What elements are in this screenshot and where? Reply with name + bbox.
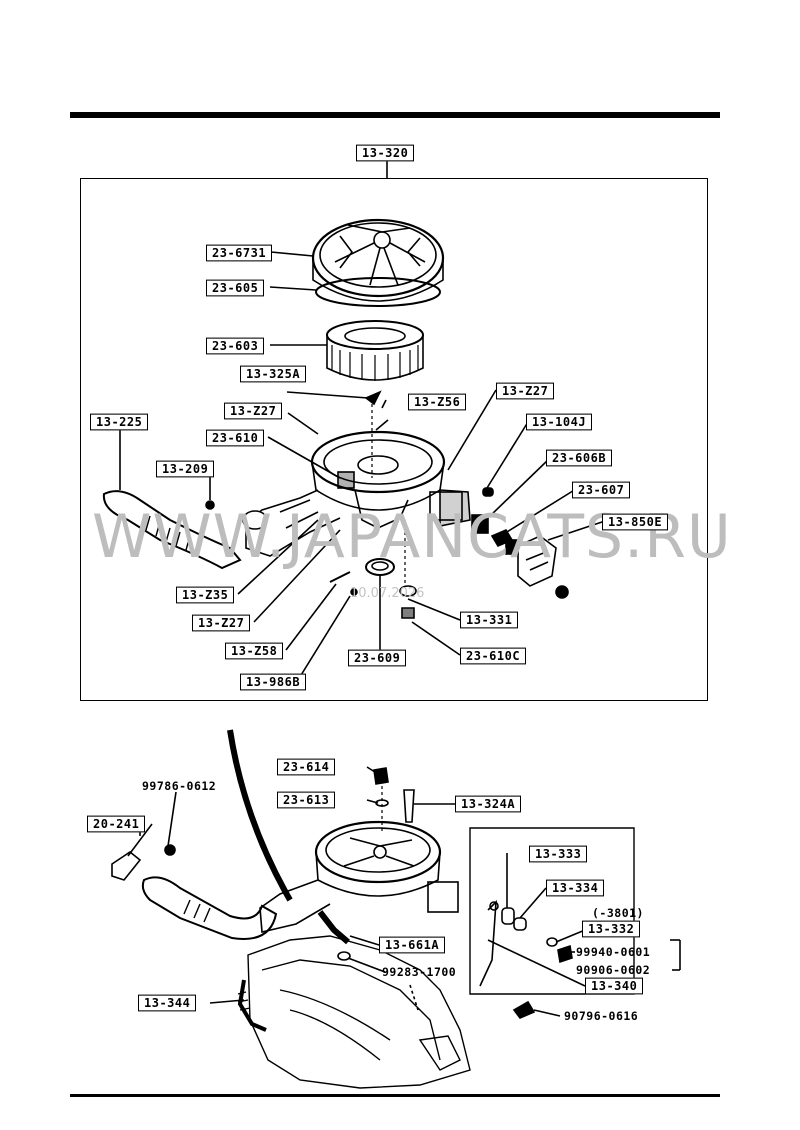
part-label-23-6731[interactable]: 23-6731 <box>206 244 273 262</box>
air-cleaner-housing <box>242 430 471 557</box>
installed-air-cleaner <box>259 820 459 933</box>
part-number-99283-1700[interactable]: 99283-1700 <box>382 965 457 979</box>
part-label-13-225[interactable]: 13-225 <box>90 413 149 431</box>
exploded-view-frame <box>80 178 708 701</box>
part-label-13-z27-left[interactable]: 13-Z27 <box>224 402 283 420</box>
part-label-13-324a[interactable]: 13-324A <box>455 795 522 813</box>
part-label-23-607[interactable]: 23-607 <box>572 481 631 499</box>
part-label-23-609[interactable]: 23-609 <box>348 649 407 667</box>
part-label-23-614[interactable]: 23-614 <box>277 758 336 776</box>
part-label-13-z35[interactable]: 13-Z35 <box>176 586 235 604</box>
air-filter-element <box>326 320 424 381</box>
part-label-13-z27-bottom[interactable]: 13-Z27 <box>192 614 251 632</box>
part-label-13-z58[interactable]: 13-Z58 <box>225 642 284 660</box>
part-label-13-986b[interactable]: 13-986B <box>240 673 307 691</box>
part-label-13-661a[interactable]: 13-661A <box>379 936 446 954</box>
part-label-13-104j[interactable]: 13-104J <box>526 413 593 431</box>
part-label-20-241[interactable]: 20-241 <box>87 815 146 833</box>
intake-hose <box>102 490 242 570</box>
part-label-13-z56[interactable]: 13-Z56 <box>408 393 467 411</box>
part-label-13-325a[interactable]: 13-325A <box>240 365 307 383</box>
part-number-99940-0601[interactable]: 99940-0601 <box>576 945 651 959</box>
watermark-site: WWW.JAPANCATS.RU <box>92 502 732 572</box>
part-label-23-610[interactable]: 23-610 <box>206 429 265 447</box>
part-label-13-340[interactable]: 13-340 <box>585 977 644 995</box>
part-label-23-603[interactable]: 23-603 <box>206 337 265 355</box>
part-label-13-344[interactable]: 13-344 <box>138 994 197 1012</box>
part-number-99786-0612[interactable]: 99786-0612 <box>142 779 217 793</box>
part-label-13-z27-right[interactable]: 13-Z27 <box>496 382 555 400</box>
part-label-23-610c[interactable]: 23-610C <box>460 647 527 665</box>
part-label-13-333[interactable]: 13-333 <box>529 845 588 863</box>
part-label-13-332[interactable]: 13-332 <box>582 920 641 938</box>
part-label-23-605[interactable]: 23-605 <box>206 279 265 297</box>
part-label-23-606b[interactable]: 23-606B <box>546 449 613 467</box>
part-label-13-850e[interactable]: 13-850E <box>602 513 669 531</box>
part-label-23-613[interactable]: 23-613 <box>277 791 336 809</box>
top-rule <box>70 112 720 118</box>
installed-intake-hose <box>141 876 278 940</box>
part-note-3801: (-3801) <box>592 906 644 920</box>
air-cleaner-cover <box>311 218 445 302</box>
engine-block <box>247 935 471 1089</box>
part-label-13-334[interactable]: 13-334 <box>546 879 605 897</box>
part-number-90906-0602[interactable]: 90906-0602 <box>576 963 651 977</box>
part-number-90796-0616[interactable]: 90796-0616 <box>564 1009 639 1023</box>
watermark-code: 10.07.2026 <box>350 586 425 601</box>
part-label-13-209[interactable]: 13-209 <box>156 460 215 478</box>
part-label-13-320[interactable]: 13-320 <box>356 144 415 162</box>
part-label-13-331[interactable]: 13-331 <box>460 611 519 629</box>
bottom-rule <box>70 1094 720 1097</box>
